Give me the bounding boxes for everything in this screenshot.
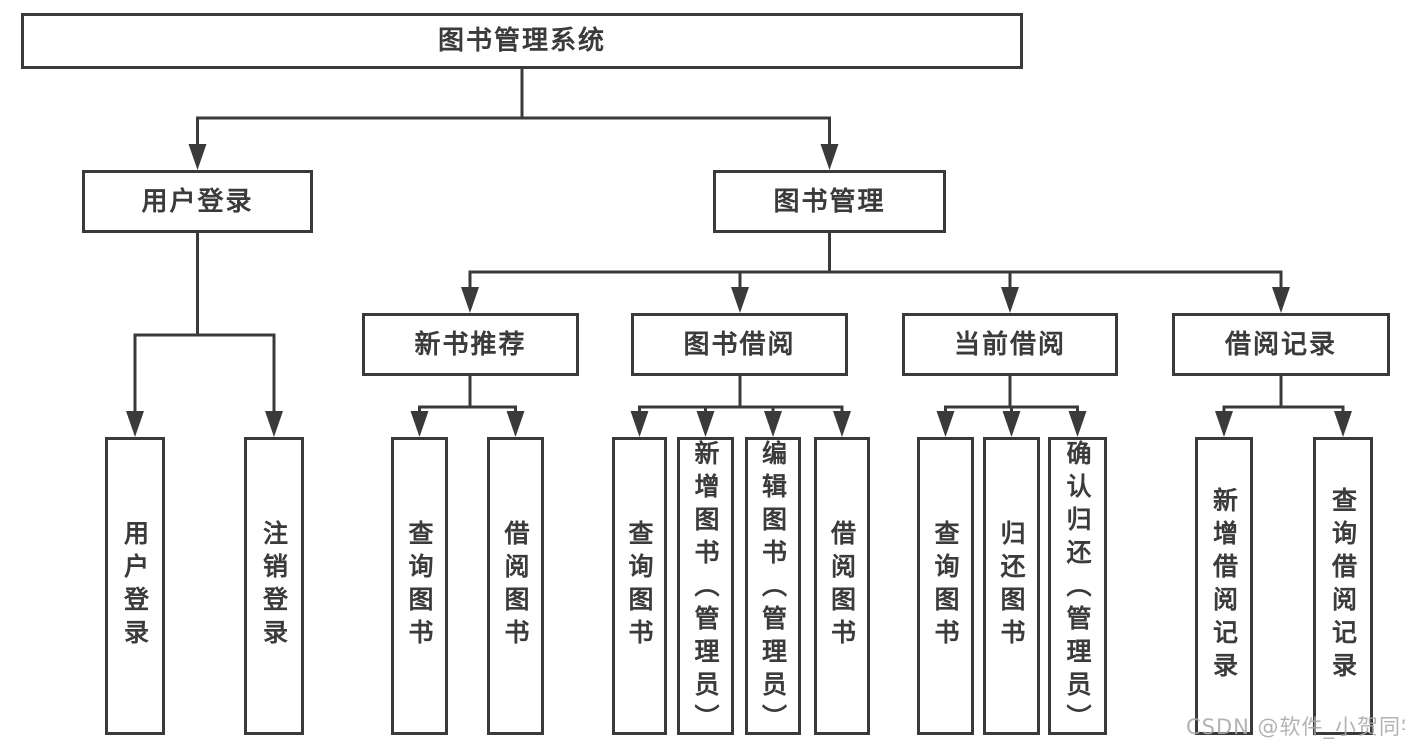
arrowhead-icon — [696, 411, 715, 437]
leaf-add-borrow-record: 新增借阅记录 — [1195, 437, 1253, 735]
leaf-query-borrow-record: 查询借阅记录 — [1313, 437, 1373, 735]
connector-userlogin-branch — [133, 231, 276, 337]
leaf-add-book-admin: 新增图书（管理员） — [677, 437, 734, 737]
node-current-borrowing: 当前借阅 — [902, 313, 1118, 376]
arrowhead-icon — [936, 411, 955, 437]
arrowhead-icon — [630, 411, 649, 437]
connector-root-branch — [196, 67, 831, 120]
arrowhead-icon — [265, 411, 283, 437]
node-new-book-recommendation: 新书推荐 — [362, 313, 579, 376]
leaf-logout: 注销登录 — [244, 437, 304, 735]
leaf-return-books: 归还图书 — [983, 437, 1040, 735]
csdn-watermark: CSDN @软件_小贺同学 — [1186, 715, 1405, 739]
arrowhead-icon — [1334, 411, 1352, 437]
arrowhead-icon — [731, 287, 749, 313]
leaf-edit-book-admin: 编辑图书（管理员） — [745, 437, 801, 737]
connector-borrowing-branch — [638, 374, 844, 409]
arrowhead-icon — [410, 411, 429, 437]
arrowhead-icon — [820, 144, 839, 170]
arrowhead-icon — [764, 411, 782, 437]
arrowheads — [126, 118, 1352, 437]
arrowhead-icon — [1002, 411, 1021, 437]
arrowhead-icon — [1215, 411, 1233, 437]
leaf-query-books-3: 查询图书 — [917, 437, 974, 735]
node-user-login-module: 用户登录 — [82, 170, 313, 233]
arrowhead-icon — [506, 411, 525, 437]
arrowhead-icon — [188, 144, 207, 170]
node-book-borrowing: 图书借阅 — [631, 313, 848, 376]
node-borrowing-records: 借阅记录 — [1172, 313, 1390, 376]
arrowhead-icon — [1272, 287, 1290, 313]
arrowhead-icon — [461, 287, 479, 313]
leaf-query-books-1: 查询图书 — [391, 437, 448, 735]
node-book-management-module: 图书管理 — [713, 170, 946, 233]
connector-bookmgmt-branch — [468, 231, 1283, 274]
arrowhead-icon — [126, 411, 144, 437]
arrowhead-icon — [1068, 411, 1087, 437]
leaf-confirm-return-admin: 确认归还（管理员） — [1048, 437, 1107, 737]
arrowhead-icon — [1001, 287, 1019, 313]
node-system-root: 图书管理系统 — [21, 13, 1023, 69]
connector-records-branch — [1222, 374, 1345, 409]
leaf-query-books-2: 查询图书 — [612, 437, 667, 735]
leaf-user-login: 用户登录 — [105, 437, 165, 735]
leaf-borrow-books-1: 借阅图书 — [487, 437, 544, 735]
leaf-borrow-books-2: 借阅图书 — [814, 437, 870, 735]
connector-current-branch — [944, 374, 1079, 409]
connector-newbooks-branch — [418, 374, 517, 409]
arrowhead-icon — [833, 411, 851, 437]
